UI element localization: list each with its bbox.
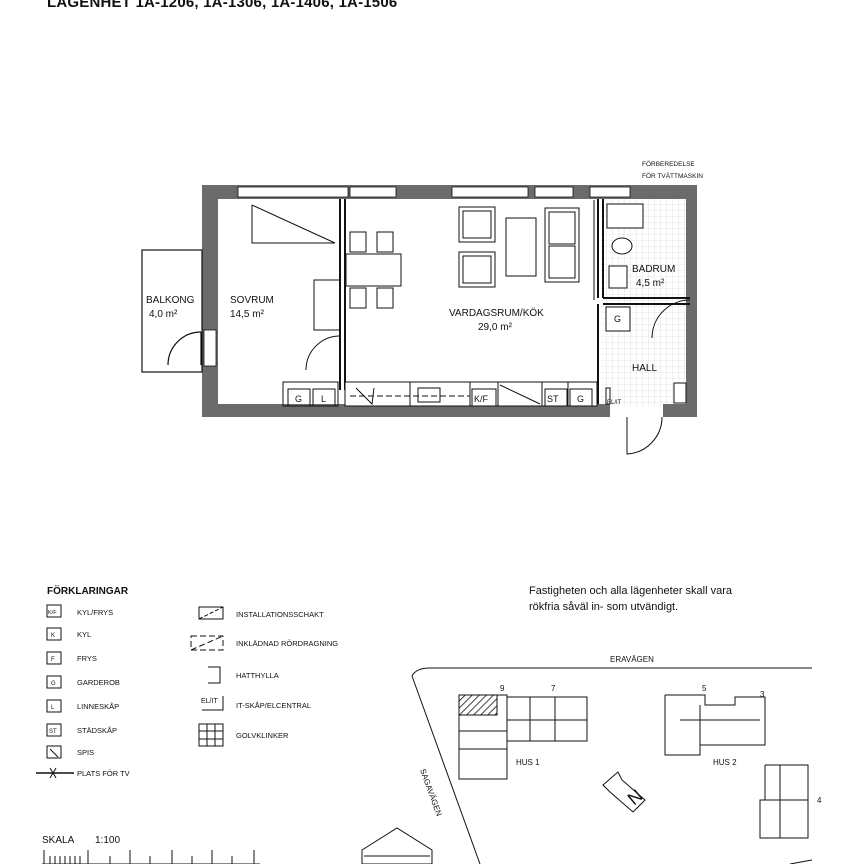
bathroom-fixtures [593, 200, 691, 339]
legend-right-symbols [190, 606, 224, 747]
site-plan [361, 667, 813, 864]
legend-right-label-4: GOLVKLINKER [236, 731, 289, 740]
legend-label-4: LINNESKÅP [77, 702, 119, 711]
street-eravagen: ERAVÄGEN [610, 655, 654, 664]
fixture-g-hall: G [614, 314, 621, 324]
windows [203, 186, 631, 367]
legend-label-6: SPIS [77, 748, 94, 757]
bedroom-furniture [251, 204, 341, 407]
legend-right-label-1: INKLÄDNAD RÖRDRAGNING [236, 639, 338, 648]
smoke-free-note: Fastigheten och alla lägenheter skall va… [529, 585, 733, 613]
room-living-area: 29,0 m² [478, 322, 513, 333]
legend-title: FÖRKLARINGAR [47, 584, 129, 597]
legend-right-label-2: HATTHYLLA [236, 671, 279, 680]
house-2-label: HUS 2 [713, 758, 737, 767]
bathroom-tile-floor [601, 198, 687, 406]
legend-label-5: STÄDSKÅP [77, 726, 117, 735]
site-number-4: 4 [817, 796, 822, 805]
legend-label-0: KYL/FRYS [77, 608, 113, 617]
site-number-5: 5 [702, 684, 707, 693]
hall-fixtures [605, 306, 687, 455]
dining-table [345, 231, 402, 309]
room-bedroom-name: SOVRUM [230, 295, 274, 306]
legend-label-2: FRYS [77, 654, 97, 663]
scale-bar [42, 850, 260, 864]
room-bedroom-area: 14,5 m² [230, 309, 265, 320]
room-living-name: VARDAGSRUM/KÖK [449, 307, 544, 319]
legend-label-3: GARDEROB [77, 678, 120, 687]
legend-code-4: L [51, 705, 55, 711]
page-title: LÄGENHET 1A-1206, 1A-1306, 1A-1406, 1A-1… [47, 0, 398, 11]
legend-right-code-3: EL/IT [201, 698, 218, 705]
room-balcony-area: 4,0 m² [149, 309, 178, 320]
kitchen-counter [344, 381, 598, 407]
scale-label: SKALA [42, 835, 75, 846]
site-number-9: 9 [500, 684, 505, 693]
washer-note-line1: FÖRBEREDELSE [642, 160, 695, 168]
fixture-st: ST [547, 394, 559, 404]
fixture-boxes [287, 388, 593, 407]
legend-code-1: K [51, 633, 55, 639]
legend-left-symbols [36, 604, 74, 779]
room-hall-name: HALL [632, 363, 657, 374]
living-furniture [458, 206, 580, 288]
fixture-g2: G [577, 394, 584, 404]
room-bathroom-name: BADRUM [632, 264, 675, 275]
legend-right-label-3: IT-SKÅP/ELCENTRAL [236, 701, 311, 710]
scale-value: 1:100 [95, 835, 120, 846]
legend-label-1: KYL [77, 630, 91, 639]
fixture-elit: EL/IT [607, 400, 622, 406]
site-number-3: 3 [760, 690, 765, 699]
legend-code-5: ST [49, 729, 57, 735]
legend-code-3: G [51, 681, 56, 687]
legend-code-0: K/F [48, 610, 57, 616]
north-arrow-label: N [624, 785, 647, 809]
street-sagavagen: SAGAVÄGEN [418, 768, 444, 818]
legend-code-2: F [51, 657, 55, 663]
fixture-g1: G [295, 394, 302, 404]
room-balcony-name: BALKONG [146, 295, 195, 306]
fixture-kf: K/F [474, 394, 489, 404]
interior-walls [339, 199, 690, 404]
balcony [141, 249, 203, 373]
washer-note-line2: FÖR TVÄTTMASKIN [642, 172, 703, 180]
fixture-l: L [321, 394, 326, 404]
room-bathroom-area: 4,5 m² [636, 278, 665, 289]
house-1-label: HUS 1 [516, 758, 540, 767]
site-number-7: 7 [551, 684, 556, 693]
legend-right-label-0: INSTALLATIONSSCHAKT [236, 610, 324, 619]
legend-label-7: PLATS FÖR TV [77, 769, 130, 778]
